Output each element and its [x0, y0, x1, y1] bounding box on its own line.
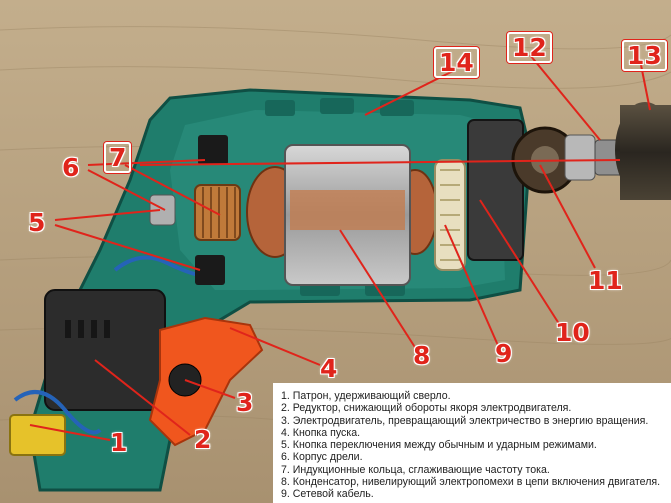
chuck-body: [620, 105, 671, 200]
leader-lines: [29, 54, 651, 441]
callout-5: 5: [28, 208, 46, 237]
switch-vents: [65, 320, 110, 338]
switch-block: [44, 289, 166, 411]
callout-11: 11: [588, 266, 623, 295]
parts-legend: 1. Патрон, удерживающий сверло. 2. Редук…: [273, 383, 671, 503]
blue-wires-2: [113, 255, 201, 277]
legend-item-3: 3. Электродвигатель, превращающий электр…: [281, 414, 649, 427]
callout-10: 10: [555, 318, 590, 347]
commutator: [194, 184, 241, 241]
legend-item-7: 7. Индукционные кольца, сглаживающие час…: [281, 463, 550, 476]
brush-bottom: [195, 255, 225, 285]
callout-7: 7: [104, 142, 132, 173]
callout-13: 13: [622, 40, 667, 71]
callout-6: 6: [62, 153, 80, 182]
trigger: [148, 316, 264, 447]
legend-item-1: 1. Патрон, удерживающий сверло.: [281, 390, 451, 402]
legend-item-8: 8. Конденсатор, нивелирующий электропоме…: [281, 476, 661, 489]
callout-1: 1: [110, 428, 128, 457]
stator-slot: [290, 190, 405, 230]
front-bearing: [564, 134, 596, 181]
callout-8: 8: [413, 341, 431, 370]
brush-top: [198, 135, 228, 165]
callout-12: 12: [507, 32, 552, 63]
legend-item-9: 9. Сетевой кабель.: [281, 488, 374, 501]
legend-list: 1. Патрон, удерживающий сверло. 2. Редук…: [281, 390, 665, 501]
callout-4: 4: [320, 354, 338, 383]
legend-item-4: 4. Кнопка пуска.: [281, 426, 361, 439]
callout-14: 14: [434, 47, 479, 78]
blue-wires: [13, 390, 102, 435]
fan-blades: [440, 169, 460, 261]
capacitor: [9, 414, 66, 456]
callout-9: 9: [495, 339, 513, 368]
legend-item-2: 2. Редуктор, снижающий обороты якоря эле…: [281, 402, 572, 415]
commutator-bars: [202, 187, 236, 238]
callout-2: 2: [194, 425, 212, 454]
legend-item-5: 5. Кнопка переключения между обычным и у…: [281, 439, 597, 452]
callout-3: 3: [236, 388, 254, 417]
legend-item-6: 6. Корпус дрели.: [281, 451, 363, 464]
gearbox-plate: [467, 119, 524, 261]
